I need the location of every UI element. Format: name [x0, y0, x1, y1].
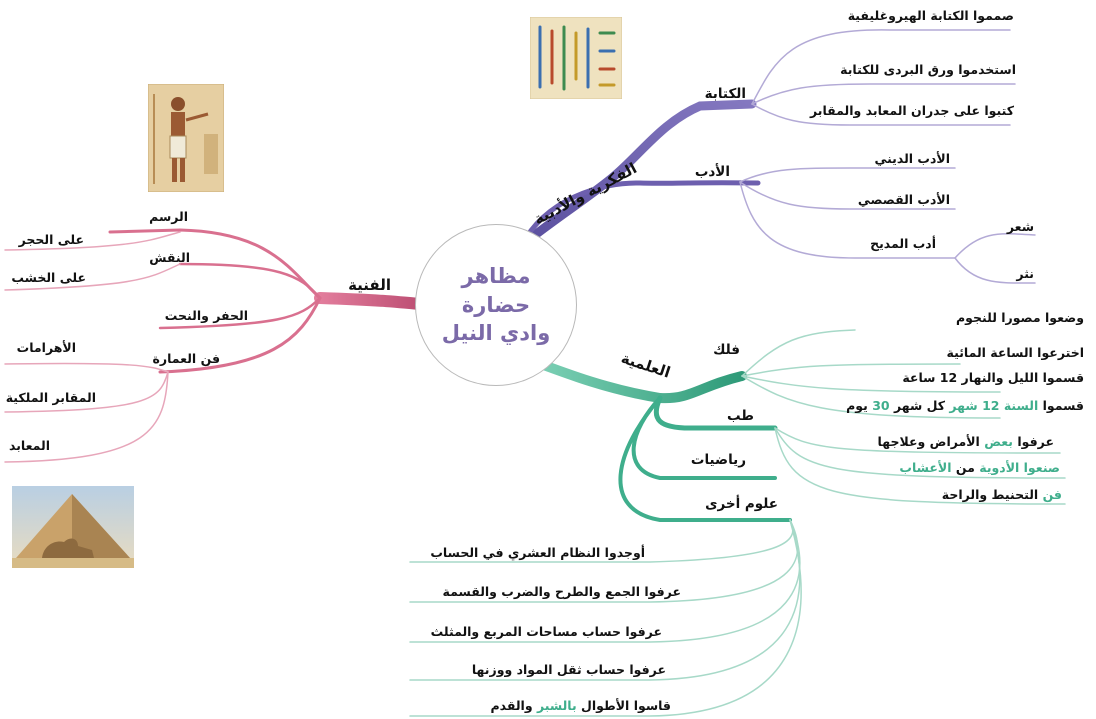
year-text-b: السنة 12 شهر [949, 398, 1039, 413]
year-text-a: قسموا [1038, 398, 1084, 413]
pyramid-sphinx-picture [12, 486, 134, 568]
central-topic-line-1: مظاهر [461, 264, 531, 289]
year-text-c: كل شهر [889, 398, 950, 413]
intellectual-branch-lines [517, 29, 1036, 284]
architecture-label: فن العمارة [152, 351, 220, 366]
astronomy-node-label: فلك [713, 342, 740, 358]
literature-item: الأدب القصصي [857, 192, 950, 207]
math5-a: قاسوا الأطوال [576, 698, 671, 713]
engraving-item: على الخشب [11, 270, 86, 285]
math-node-label: رياضيات [690, 452, 746, 468]
central-topic-circle: مظاهر حضارة وادي النيل [415, 224, 577, 386]
med2-a: صنعوا الأدوية [979, 460, 1060, 475]
central-topic-line-2: حضارة [461, 292, 531, 317]
math-item: أوجدوا النظام العشري في الحساب [430, 545, 645, 560]
literature-item: الأدب الديني [874, 151, 950, 166]
praise-item: شعر [1006, 219, 1034, 234]
architecture-item: الأهرامات [16, 340, 76, 355]
engraving-item: على الحجر [18, 232, 84, 247]
med2-c: الأعشاب [899, 460, 952, 475]
math-item: عرفوا الجمع والطرح والضرب والقسمة [442, 584, 681, 599]
math-item: عرفوا حساب مساحات المربع والمثلث [430, 624, 662, 639]
writing-item: صمموا الكتابة الهيروغليفية [847, 8, 1014, 23]
med1-a: عرفوا [1013, 434, 1054, 449]
art-branch-label: الفنية [348, 276, 391, 294]
architecture-item: المعابد [8, 438, 50, 453]
writing-node-label: الكتابة [704, 86, 746, 102]
literature-node-label: الأدب [694, 164, 730, 180]
year-text-e: يوم [846, 398, 873, 413]
praise-item: نثر [1016, 266, 1034, 281]
astronomy-item: اخترعوا الساعة المائية [946, 345, 1084, 360]
med1-b: بعض [984, 434, 1014, 449]
math-item: قاسوا الأطوال بالشبر والقدم [490, 698, 671, 713]
medicine-item: عرفوا بعض الأمراض وعلاجها [877, 434, 1054, 449]
med3-b: التحنيط والراحة [941, 487, 1043, 502]
astronomy-item: وضعوا مصورا للنجوم [955, 310, 1084, 325]
astronomy-item: قسموا الليل والنهار 12 ساعة [902, 370, 1084, 385]
other-sciences-node-label: علوم أخرى [705, 496, 778, 512]
astronomy-item-year: قسموا السنة 12 شهر كل شهر 30 يوم [846, 398, 1084, 413]
math5-c: و [524, 698, 537, 713]
engraving-label: النقش [149, 250, 190, 265]
med1-c: الأمراض وعلاجها [877, 434, 985, 449]
math5-d: القدم [490, 698, 525, 713]
architecture-item: المقابر الملكية [5, 390, 96, 405]
med3-a: فن [1042, 487, 1062, 502]
math5-b: بالشبر [536, 698, 577, 713]
carving-label: الحفر والنحت [164, 308, 248, 323]
medicine-item: صنعوا الأدوية من الأعشاب [899, 460, 1060, 475]
writing-item: استخدموا ورق البردى للكتابة [840, 62, 1016, 77]
year-text-d: 30 [872, 398, 890, 413]
central-topic-line-3: وادي النيل [441, 321, 551, 346]
medicine-item: فن التحنيط والراحة [941, 487, 1062, 502]
science-branch-lines [409, 329, 1066, 717]
hieroglyph-papyrus-picture [530, 17, 622, 99]
praise-literature-label: أدب المديح [870, 236, 936, 251]
medicine-node-label: طب [726, 408, 754, 424]
writing-item: كتبوا على جدران المعابد والمقابر [810, 103, 1014, 118]
math-item: عرفوا حساب ثقل المواد ووزنها [471, 662, 666, 677]
drawing-label: الرسم [149, 209, 188, 224]
med2-b: من [951, 460, 980, 475]
egyptian-painting-picture [148, 84, 224, 192]
